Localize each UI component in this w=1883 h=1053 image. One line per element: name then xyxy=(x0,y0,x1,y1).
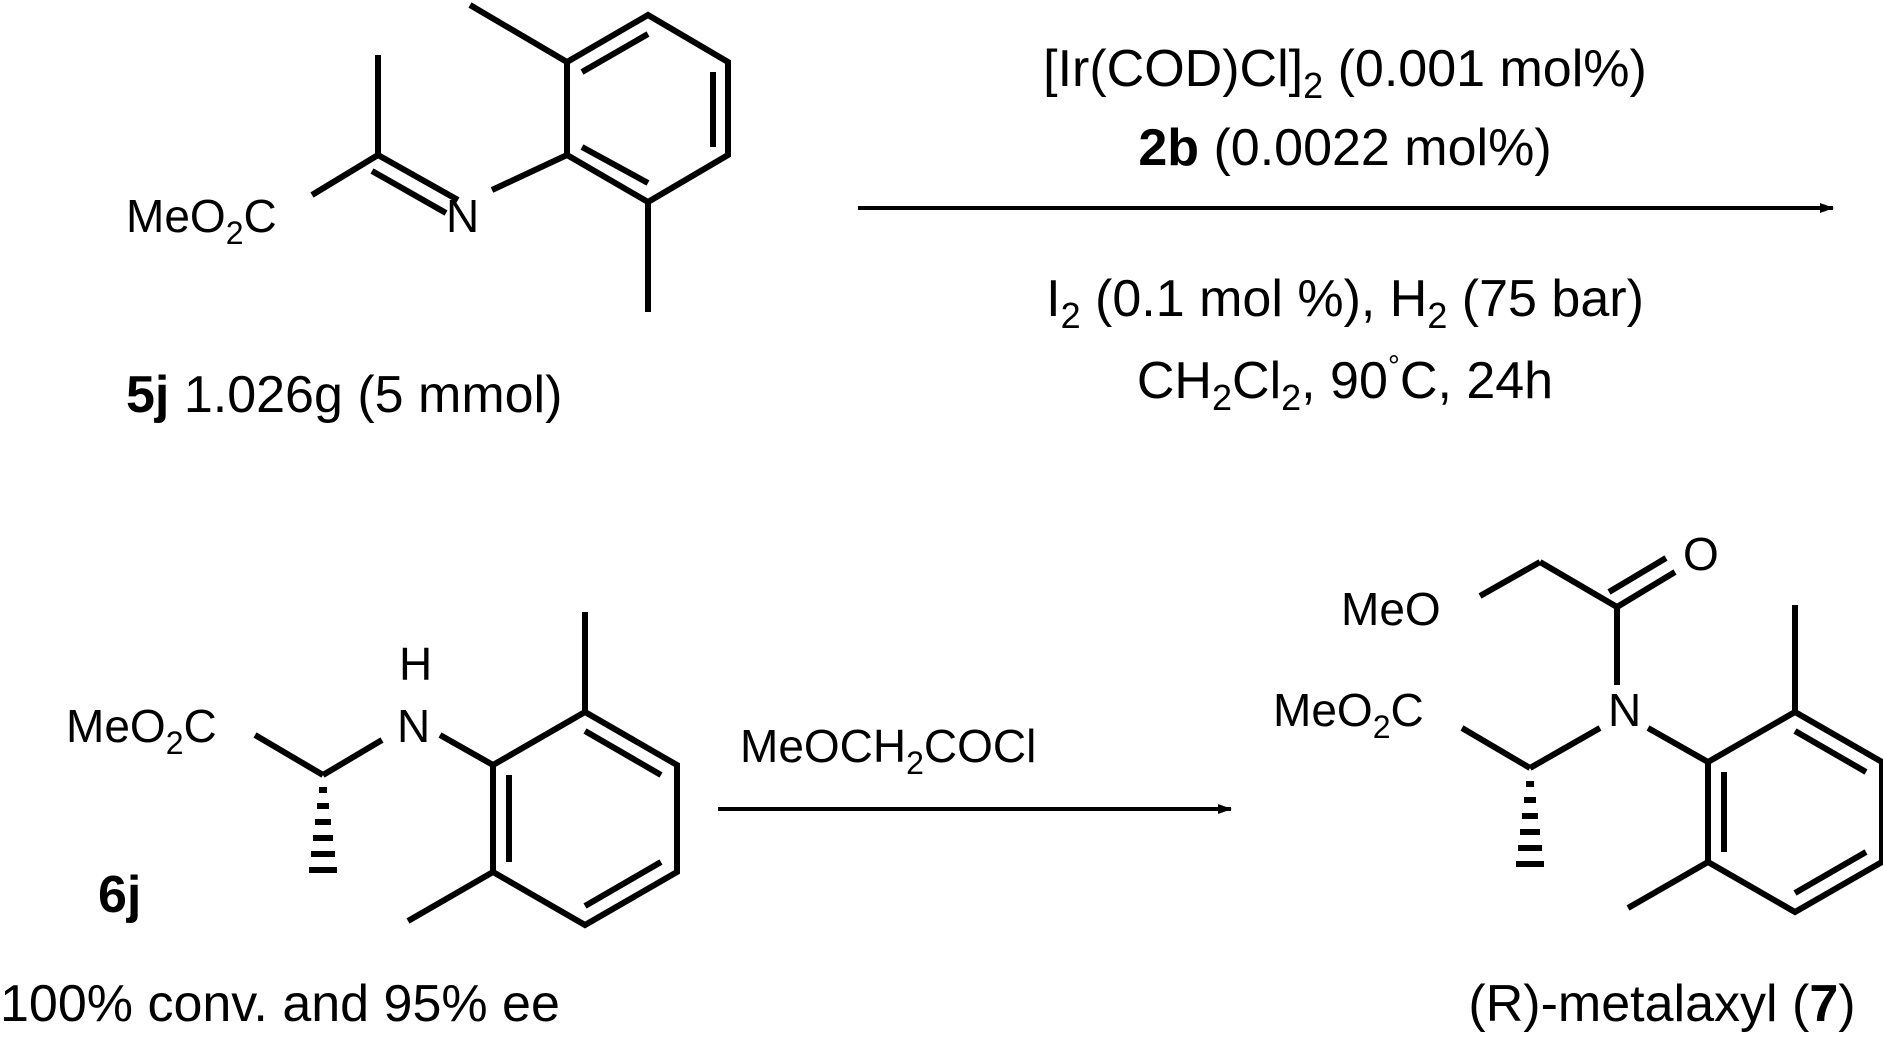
compound-5j-atoms: MeO2C N xyxy=(126,190,479,251)
compound-5j-label: 5j 1.026g (5 mmol) xyxy=(126,366,562,424)
methoxy-group: MeO xyxy=(1341,583,1441,635)
compound-7-structure xyxy=(1460,555,1883,916)
compound-7-atoms: MeO O MeO2C N xyxy=(1273,528,1719,745)
compound-7-label: (R)-metalaxyl (7) xyxy=(1468,975,1855,1033)
conversion-ee-result: 100% conv. and 95% ee xyxy=(0,975,560,1033)
compound-5j-structure xyxy=(310,2,731,312)
ester-group-5j: MeO2C xyxy=(126,190,277,251)
imine-nitrogen: N xyxy=(446,190,479,242)
solvent-temperature-condition: CH2Cl2, 90°C, 24h xyxy=(1137,350,1553,418)
amine-nitrogen: N xyxy=(397,700,430,752)
carbonyl-oxygen: O xyxy=(1683,528,1719,580)
catalyst-condition: [Ir(COD)Cl]2 (0.001 mol%) xyxy=(1043,40,1647,106)
amine-hydrogen: H xyxy=(399,638,432,690)
acylation-reagent: MeOCH2COCl xyxy=(740,720,1036,781)
additive-condition: I2 (0.1 mol %), H2 (75 bar) xyxy=(1046,270,1644,336)
compound-6j-structure xyxy=(253,612,680,929)
compound-6j-label: 6j xyxy=(98,866,141,924)
hashed-wedge-6j xyxy=(309,787,337,873)
compound-6j-atoms: MeO2C H N xyxy=(66,638,432,761)
ligand-condition: 2b (0.0022 mol%) xyxy=(1138,119,1551,177)
hashed-wedge-7 xyxy=(1516,781,1544,867)
ester-group-6j: MeO2C xyxy=(66,700,217,761)
amide-nitrogen: N xyxy=(1608,684,1641,736)
ester-group-7: MeO2C xyxy=(1273,684,1424,745)
